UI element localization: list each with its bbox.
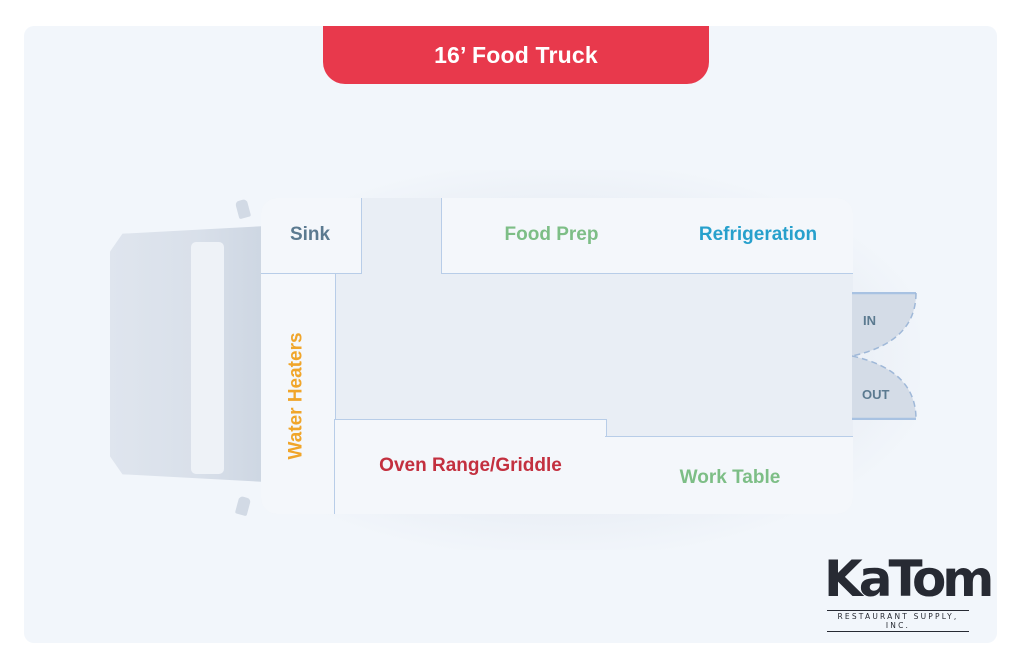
zone-label-food-prep: Food Prep <box>504 223 599 245</box>
zone-label-sink: Sink <box>289 223 331 245</box>
service-doors: IN OUT <box>851 291 917 421</box>
door-out-label: OUT <box>862 387 890 402</box>
zone-label-water-heaters: Water Heaters <box>286 332 308 460</box>
truck-body-floorplan: Sink Food Prep Refrigeration Water Heate… <box>261 198 853 514</box>
diagram-title: 16’ Food Truck <box>323 26 709 84</box>
door-swing-icon <box>851 291 917 421</box>
zone-food-prep: Food Prep <box>441 198 662 274</box>
logo-wordmark: KaTom <box>824 550 994 608</box>
truck-windshield <box>191 242 224 474</box>
zone-sink: Sink <box>261 198 362 274</box>
zone-work-table: Work Table <box>605 436 853 514</box>
truck-cab <box>110 226 266 482</box>
zone-label-oven-range: Oven Range/Griddle <box>379 455 562 476</box>
zone-water-heaters: Water Heaters <box>261 273 336 514</box>
title-text: 16’ Food Truck <box>434 41 598 68</box>
katom-logo: KaTom RESTAURANT SUPPLY, INC. <box>822 550 994 632</box>
zone-label-work-table: Work Table <box>679 466 781 488</box>
zone-oven-range: Oven Range/Griddle <box>334 419 607 514</box>
zone-label-refrigeration: Refrigeration <box>698 223 818 245</box>
logo-tagline: RESTAURANT SUPPLY, INC. <box>827 610 969 632</box>
zone-refrigeration: Refrigeration <box>660 198 853 274</box>
door-in-label: IN <box>863 313 876 328</box>
